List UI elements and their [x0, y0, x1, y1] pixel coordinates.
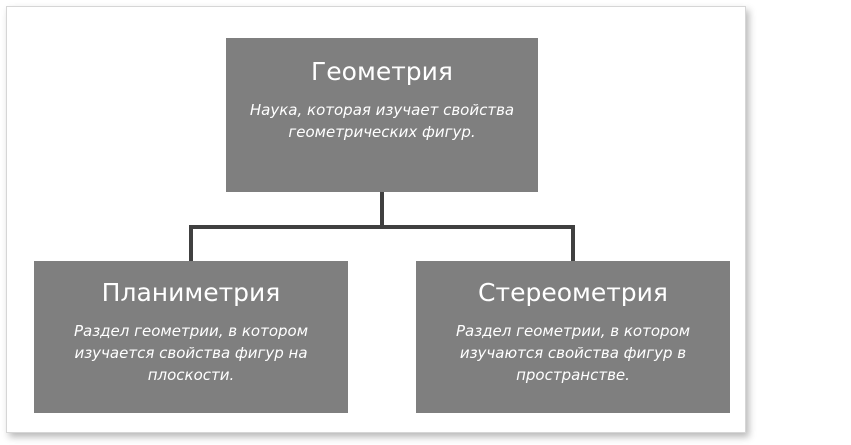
- root-node-description: Наука, которая изучает свойства геометри…: [249, 101, 515, 141]
- child-node-title: Планиметрия: [101, 278, 281, 307]
- child-node-stereometry: Стереометрия Раздел геометрии, в котором…: [416, 261, 730, 413]
- child-node-description: Раздел геометрии, в котором изучается св…: [73, 322, 309, 384]
- child-node-title: Стереометрия: [478, 278, 668, 307]
- child-node-planimetry: Планиметрия Раздел геометрии, в котором …: [34, 261, 348, 413]
- root-node-title: Геометрия: [311, 57, 453, 86]
- root-node-geometry: Геометрия Наука, которая изучает свойств…: [226, 38, 538, 192]
- child-node-description: Раздел геометрии, в котором изучаются св…: [455, 322, 691, 384]
